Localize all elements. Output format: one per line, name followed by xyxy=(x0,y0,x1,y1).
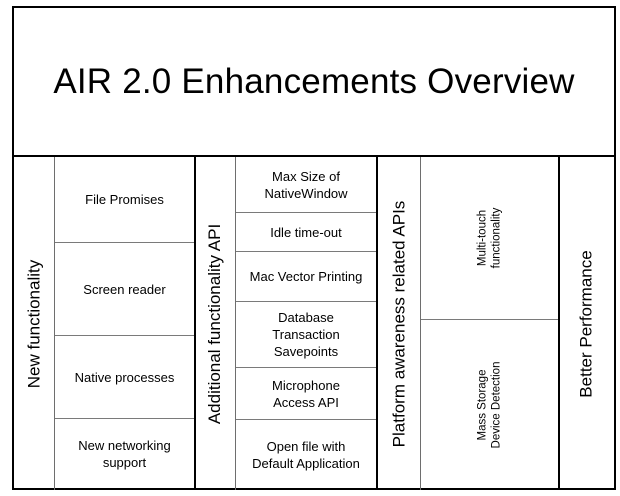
row-divider xyxy=(236,301,376,302)
diagram-title: AIR 2.0 Enhancements Overview xyxy=(53,61,575,101)
item-mac-vector-printing: Mac Vector Printing xyxy=(249,269,363,284)
item-new-networking: New networking support xyxy=(78,438,171,470)
category-label: New functionality xyxy=(24,259,44,388)
item-database-transaction-savepoints: Database Transaction Savepoints xyxy=(272,310,340,359)
item-mass-storage: Mass Storage Device Detection xyxy=(421,320,558,489)
category-divider xyxy=(235,157,236,490)
item-open-file-default-application: Open file with Default Application xyxy=(252,438,360,471)
item-multi-touch-label: Multi-touch functionality xyxy=(476,207,503,269)
category-divider xyxy=(54,157,55,490)
category-better-performance: Better Performance xyxy=(560,157,614,490)
row-divider xyxy=(236,419,376,420)
row-divider xyxy=(421,319,558,320)
row-divider xyxy=(55,335,194,336)
item-file-promises: File Promises xyxy=(85,192,164,207)
item-idle-timeout: Idle time-out xyxy=(270,224,342,240)
category-additional-functionality-api: Additional functionality API xyxy=(196,157,235,490)
column-divider xyxy=(376,157,378,490)
category-platform-awareness-apis: Platform awareness related APIs xyxy=(378,157,420,490)
column-divider xyxy=(194,157,196,490)
category-divider xyxy=(420,157,421,490)
title-divider xyxy=(12,155,616,157)
category-label: Platform awareness related APIs xyxy=(389,200,408,447)
row-divider xyxy=(55,242,194,243)
row-divider xyxy=(236,212,376,213)
item-max-size-nativewindow: Max Size of NativeWindow xyxy=(264,168,348,201)
category-new-functionality: New functionality xyxy=(14,157,54,490)
diagram-frame xyxy=(12,6,616,490)
row-divider xyxy=(55,418,194,419)
item-native-processes: Native processes xyxy=(74,369,175,385)
item-microphone-access-api: Microphone Access API xyxy=(272,377,340,410)
category-label: Better Performance xyxy=(577,249,596,398)
row-divider xyxy=(236,251,376,252)
column-divider xyxy=(558,157,560,490)
category-label: Additional functionality API xyxy=(205,223,225,424)
row-divider xyxy=(236,367,376,368)
item-mass-storage-label: Mass Storage Device Detection xyxy=(476,361,503,448)
item-multi-touch: Multi-touch functionality xyxy=(421,157,558,319)
item-screen-reader: Screen reader xyxy=(83,281,166,297)
